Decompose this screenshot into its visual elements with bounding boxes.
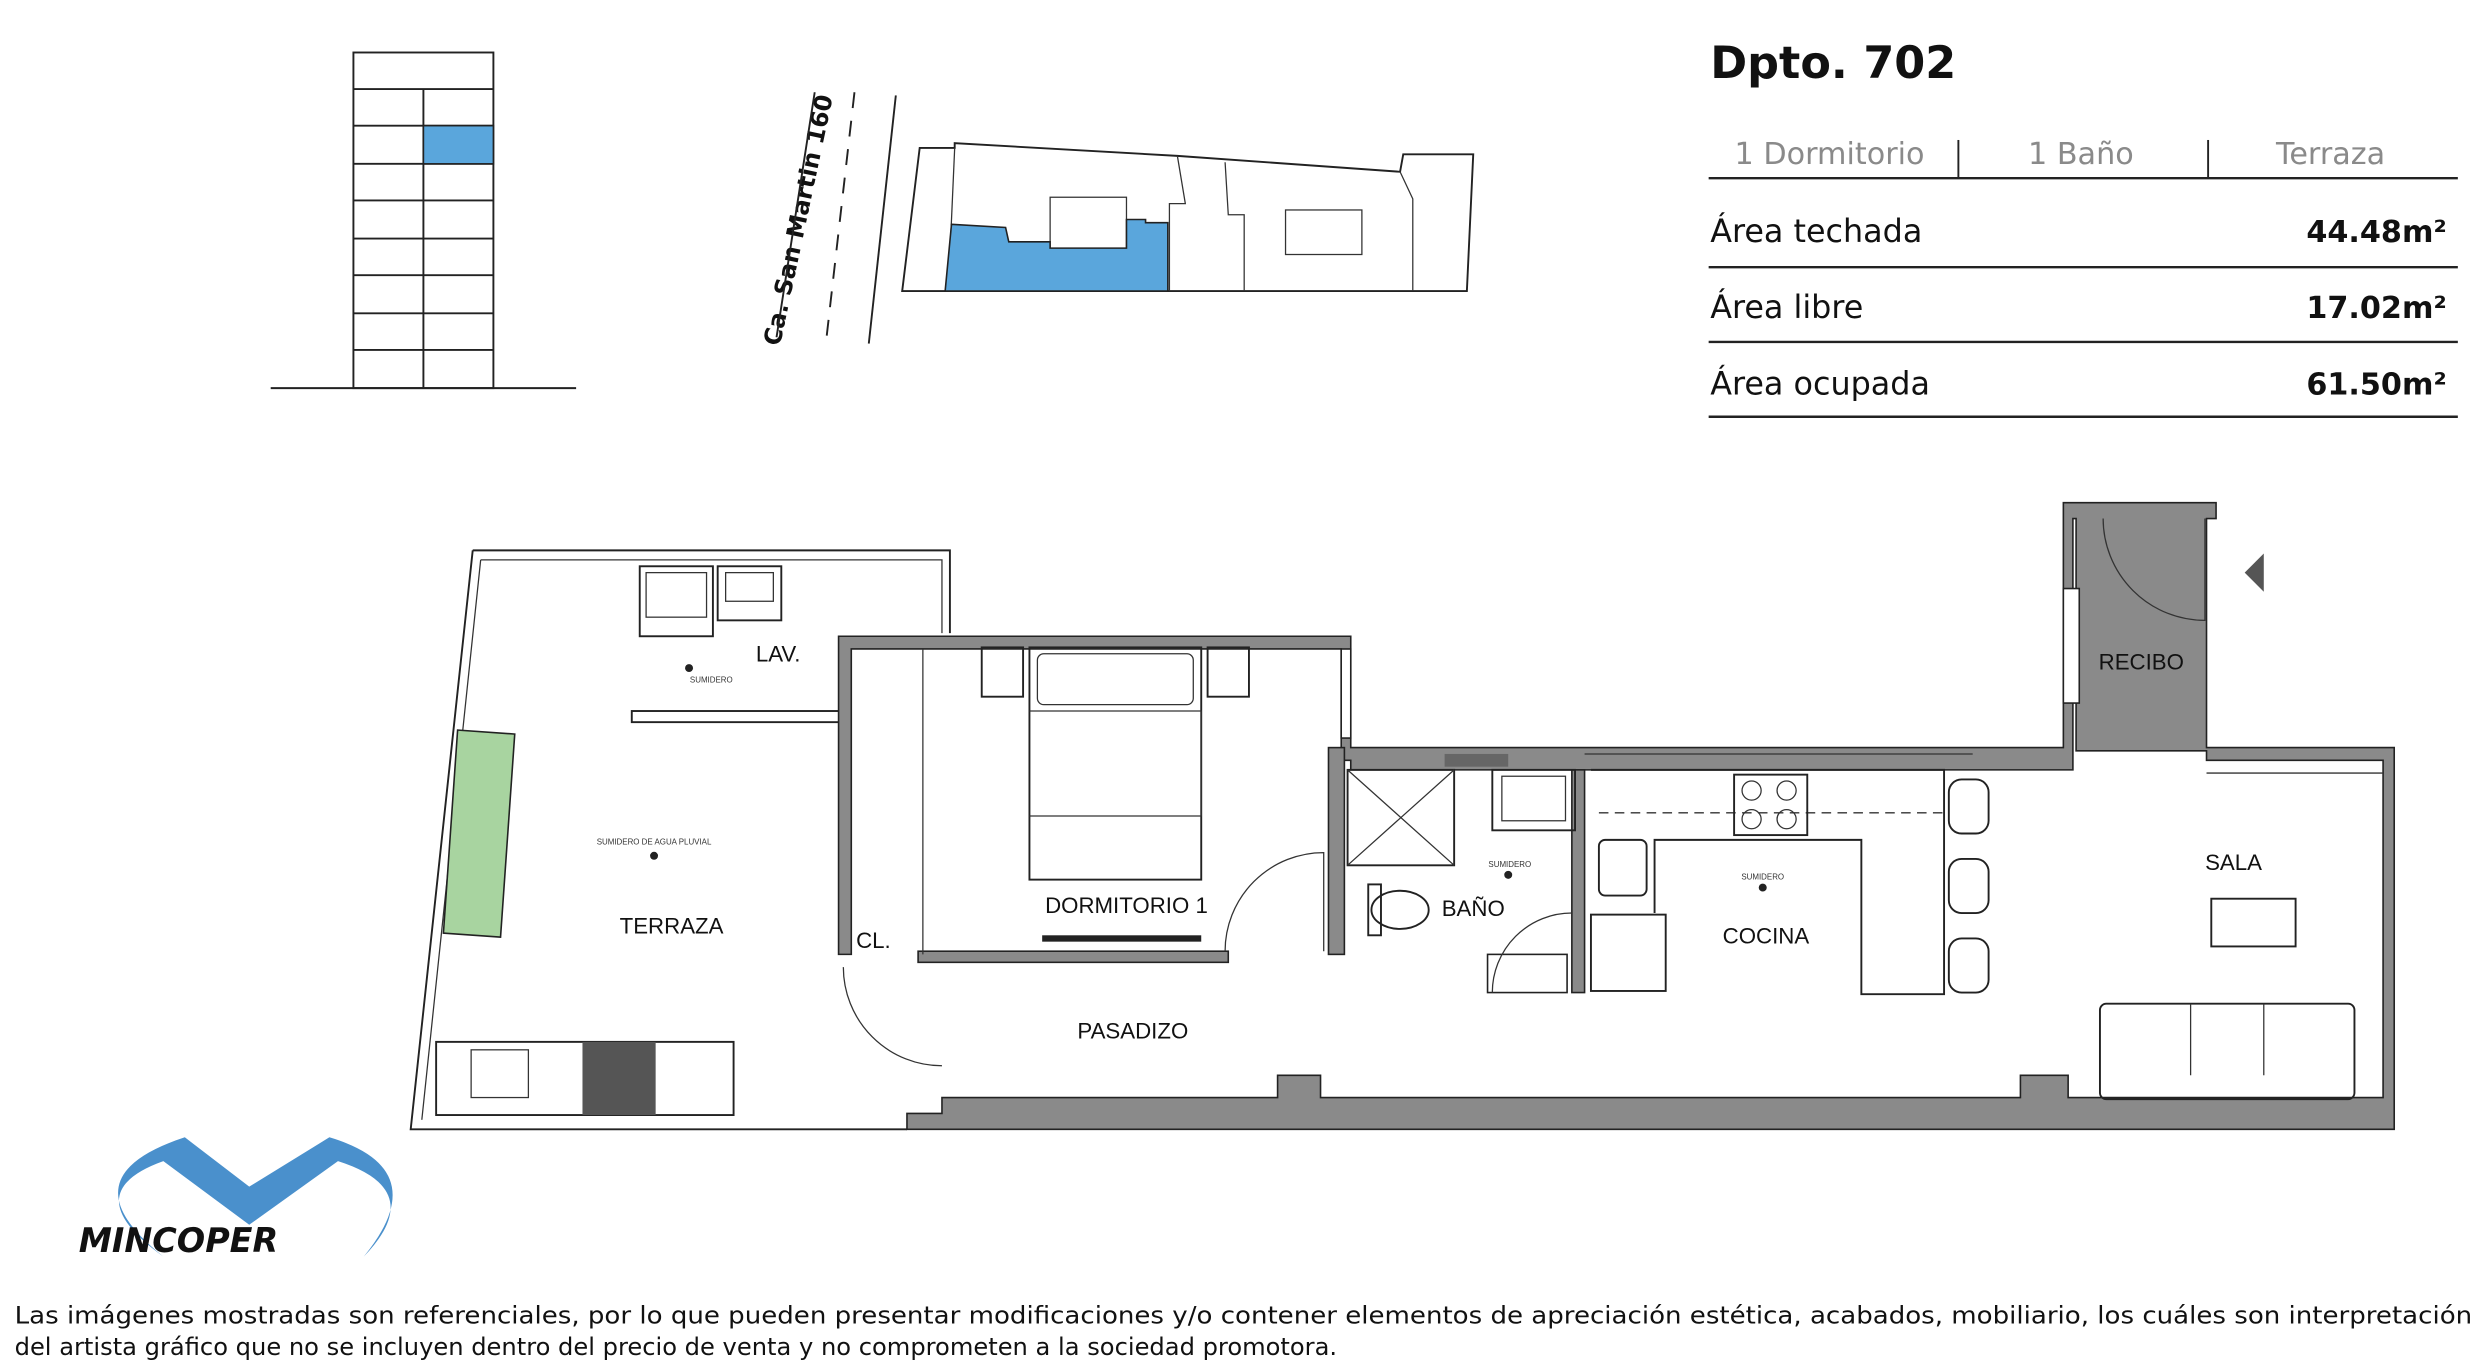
area-occupied-value: 61.50m² bbox=[2306, 367, 2446, 402]
room-lav: LAV. bbox=[756, 642, 801, 667]
sumidero-bano: SUMIDERO bbox=[1488, 860, 1531, 869]
room-pasadizo: PASADIZO bbox=[1077, 1019, 1188, 1044]
room-closet: CL. bbox=[856, 928, 891, 953]
room-cocina: COCINA bbox=[1723, 923, 1810, 948]
area-free-value: 17.02m² bbox=[2306, 291, 2446, 326]
toilet bbox=[1370, 889, 1430, 930]
grill bbox=[582, 1041, 656, 1116]
room-sala: SALA bbox=[2205, 850, 2262, 875]
room-terraza: TERRAZA bbox=[620, 914, 724, 939]
shower bbox=[1346, 768, 1456, 867]
room-recibo: RECIBO bbox=[2099, 650, 2184, 675]
floor-plan: SUMIDERO SUMIDERO DE AGUA PLUVIAL SUMIDE… bbox=[409, 501, 2396, 1131]
street-label: Ca. San Martin 160 bbox=[758, 92, 839, 348]
bed bbox=[1028, 646, 1203, 881]
planter bbox=[442, 729, 516, 939]
bathroom-sink bbox=[1491, 768, 1576, 832]
highlighted-unit-site bbox=[944, 218, 1169, 292]
sumidero-terraza: SUMIDERO DE AGUA PLUVIAL bbox=[597, 838, 712, 847]
kitchen-sink bbox=[1597, 838, 1648, 897]
mincoper-logo: MINCOPER bbox=[79, 1137, 393, 1260]
highlighted-unit-floor bbox=[422, 124, 495, 165]
sumidero-cocina: SUMIDERO bbox=[1741, 873, 1784, 882]
coffee-table bbox=[2210, 897, 2297, 948]
feature-terrace: Terraza bbox=[2275, 137, 2385, 172]
unit-title: Dpto. 702 bbox=[1710, 37, 1956, 89]
site-plan-key: Ca. San Martin 160 bbox=[758, 92, 1475, 348]
feature-bedrooms: 1 Dormitorio bbox=[1735, 137, 1925, 172]
area-roofed-label: Área techada bbox=[1710, 212, 1922, 250]
laundry-sink bbox=[716, 565, 783, 622]
feature-bathrooms: 1 Baño bbox=[2028, 137, 2134, 172]
stove bbox=[1733, 773, 1809, 837]
room-bano: BAÑO bbox=[1442, 896, 1505, 921]
area-occupied-label: Área ocupada bbox=[1710, 364, 1930, 402]
sumidero-lav: SUMIDERO bbox=[690, 675, 733, 684]
area-roofed-value: 44.48m² bbox=[2306, 215, 2446, 250]
building-elevation-key bbox=[270, 51, 577, 390]
unit-info: Dpto. 702 1 Dormitorio 1 Baño Terraza Ár… bbox=[1708, 37, 2458, 418]
area-free-label: Área libre bbox=[1710, 288, 1863, 326]
sofa bbox=[2098, 1002, 2356, 1101]
disclaimer-line-2: del artista gráfico que no se incluyen d… bbox=[15, 1333, 1337, 1360]
logo-wordmark: MINCOPER bbox=[79, 1221, 278, 1260]
washing-machine bbox=[638, 565, 714, 638]
disclaimer-line-1: Las imágenes mostradas son referenciales… bbox=[15, 1301, 2473, 1329]
room-dormitorio: DORMITORIO 1 bbox=[1045, 893, 1208, 918]
entrance-arrow-icon bbox=[2244, 553, 2264, 592]
fridge bbox=[1589, 913, 1667, 992]
